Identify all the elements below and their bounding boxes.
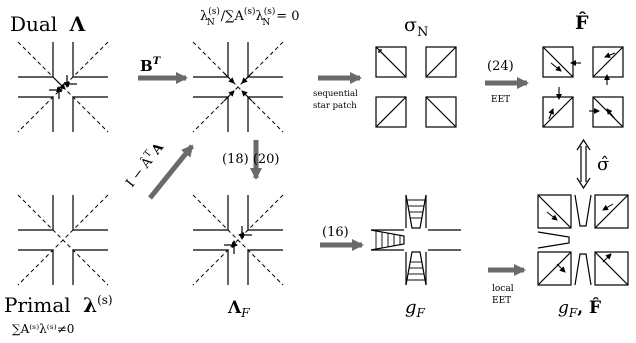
sigma-hat-double-arrow xyxy=(576,138,591,190)
f-hat-arrows xyxy=(548,52,616,120)
g-f-f-hat-patch xyxy=(537,194,629,286)
eet-label: EET xyxy=(491,95,510,105)
primal-patch xyxy=(17,194,109,286)
g-f-label: gF xyxy=(405,297,426,320)
g-f-hatching xyxy=(375,199,425,281)
bt-patch xyxy=(192,41,284,133)
bt-arrows xyxy=(223,72,253,102)
f-hat-top-label: F̂ xyxy=(575,12,589,34)
eq16-label: (16) xyxy=(322,225,349,240)
dual-arrows xyxy=(49,75,77,99)
lambda-f-label: ΛF xyxy=(227,298,250,320)
local-eet-label: EET xyxy=(492,296,511,306)
star-patch-label: star patch xyxy=(313,101,357,111)
dual-patch xyxy=(17,41,109,133)
g-f-f-hat-label: gF, F̂ xyxy=(558,298,601,320)
dual-label: Dual Λ xyxy=(10,12,86,36)
patch-dashed-diagonals xyxy=(192,194,284,286)
g-f-patch xyxy=(370,194,461,286)
arrow-diagonal xyxy=(148,144,194,200)
sigma-n-patch xyxy=(375,46,457,128)
sigma-hat-label: σ̂ xyxy=(597,154,609,175)
g-f-f-hat-arrows xyxy=(546,203,614,273)
bt-arrow-label: BT xyxy=(140,56,162,75)
patch-dashed-diagonals xyxy=(17,194,109,286)
lambda-f-patch xyxy=(192,194,284,286)
patch-solid-lines xyxy=(18,195,108,285)
primal-condition-label: ∑A⁽ˢ⁾λ⁽ˢ⁾≠0 xyxy=(12,322,74,336)
eq24-label: (24) xyxy=(487,59,514,74)
patch-dashed-diagonals xyxy=(192,41,284,133)
lambda-f-arrows xyxy=(224,226,252,254)
eq18-20-label: (18) (20) xyxy=(222,152,280,167)
flow-arrows xyxy=(138,72,529,276)
dual-condition-label: λ(s)N/∑A(s)λ(s)N= 0 xyxy=(200,6,300,28)
patch-solid-lines xyxy=(193,195,283,285)
sigma-n-label: σN xyxy=(404,14,428,40)
primal-label: Primal λ(s) xyxy=(4,293,113,317)
local-label: local xyxy=(492,284,514,294)
patch-solid-lines xyxy=(193,42,283,132)
f-hat-patch xyxy=(542,46,624,128)
patch-solid-lines xyxy=(18,42,108,132)
sequential-label: sequential xyxy=(313,89,358,99)
